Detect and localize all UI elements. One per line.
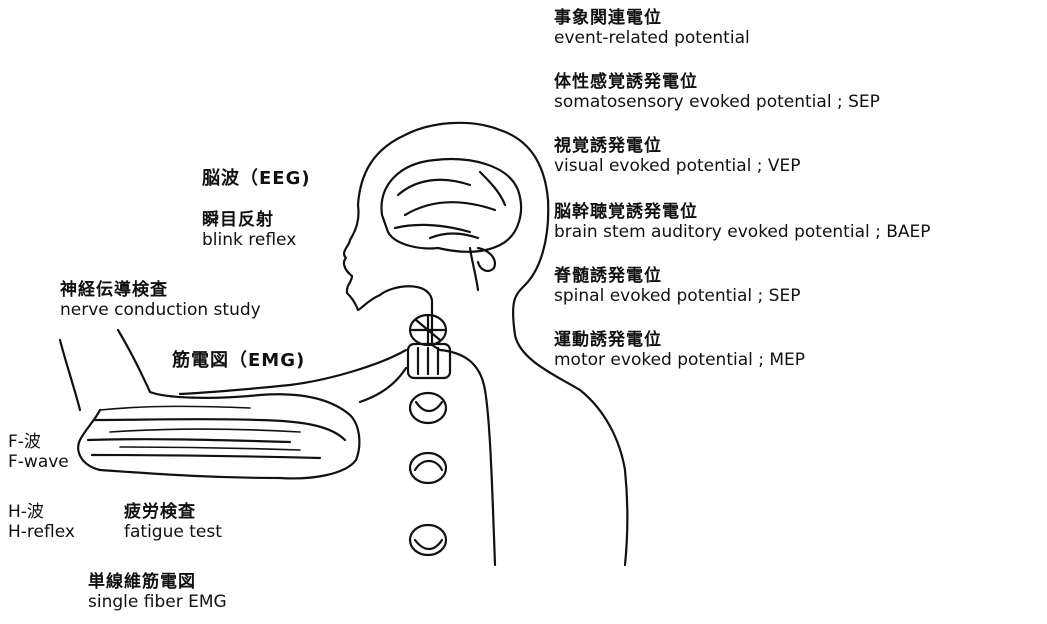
label-en: fatigue test: [124, 522, 222, 542]
label-spinal-evoked-potential: 脊髄誘発電位 spinal evoked potential ; SEP: [554, 266, 800, 306]
label-motor-evoked-potential: 運動誘発電位 motor evoked potential ; MEP: [554, 330, 805, 370]
label-en: visual evoked potential ; VEP: [554, 156, 801, 176]
label-en: blink reflex: [202, 230, 296, 250]
label-jp: 運動誘発電位: [554, 330, 805, 350]
label-jp: 脳幹聴覚誘発電位: [554, 202, 931, 222]
label-en: somatosensory evoked potential ; SEP: [554, 92, 880, 112]
label-en: motor evoked potential ; MEP: [554, 350, 805, 370]
label-emg: 筋電図（EMG): [172, 350, 305, 371]
label-jp: 視覚誘発電位: [554, 136, 801, 156]
label-fatigue-test: 疲労検査 fatigue test: [124, 502, 222, 542]
label-en: nerve conduction study: [60, 300, 261, 320]
label-jp: F-波: [8, 432, 69, 452]
label-somatosensory-evoked-potential: 体性感覚誘発電位 somatosensory evoked potential …: [554, 72, 880, 112]
label-en: spinal evoked potential ; SEP: [554, 286, 800, 306]
label-jp: 体性感覚誘発電位: [554, 72, 880, 92]
label-jp: 疲労検査: [124, 502, 222, 522]
label-nerve-conduction-study: 神経伝導検査 nerve conduction study: [60, 280, 261, 320]
label-visual-evoked-potential: 視覚誘発電位 visual evoked potential ; VEP: [554, 136, 801, 176]
label-en: H-reflex: [8, 522, 75, 542]
label-text: 筋電図（EMG): [172, 350, 305, 371]
label-jp: 事象関連電位: [554, 8, 750, 28]
label-blink-reflex: 瞬目反射 blink reflex: [202, 210, 296, 250]
brain: [382, 159, 521, 252]
label-text: 脳波（EEG): [202, 168, 311, 189]
label-eeg: 脳波（EEG): [202, 168, 311, 189]
label-single-fiber-emg: 単線維筋電図 single fiber EMG: [88, 572, 227, 612]
label-event-related-potential: 事象関連電位 event-related potential: [554, 8, 750, 48]
nerve-fiber: [360, 368, 406, 402]
label-jp: 瞬目反射: [202, 210, 296, 230]
label-jp: H-波: [8, 502, 75, 522]
label-brain-stem-auditory-evoked-potential: 脳幹聴覚誘発電位 brain stem auditory evoked pote…: [554, 202, 931, 242]
label-en: single fiber EMG: [88, 592, 227, 612]
label-jp: 単線維筋電図: [88, 572, 227, 592]
spinal-segment: [410, 393, 446, 423]
label-jp: 脊髄誘発電位: [554, 266, 800, 286]
label-f-wave: F-波 F-wave: [8, 432, 69, 472]
label-en: F-wave: [8, 452, 69, 472]
label-jp: 神経伝導検査: [60, 280, 261, 300]
label-en: brain stem auditory evoked potential ; B…: [554, 222, 931, 242]
brain-stem: [470, 248, 495, 290]
label-en: event-related potential: [554, 28, 750, 48]
label-h-reflex: H-波 H-reflex: [8, 502, 75, 542]
